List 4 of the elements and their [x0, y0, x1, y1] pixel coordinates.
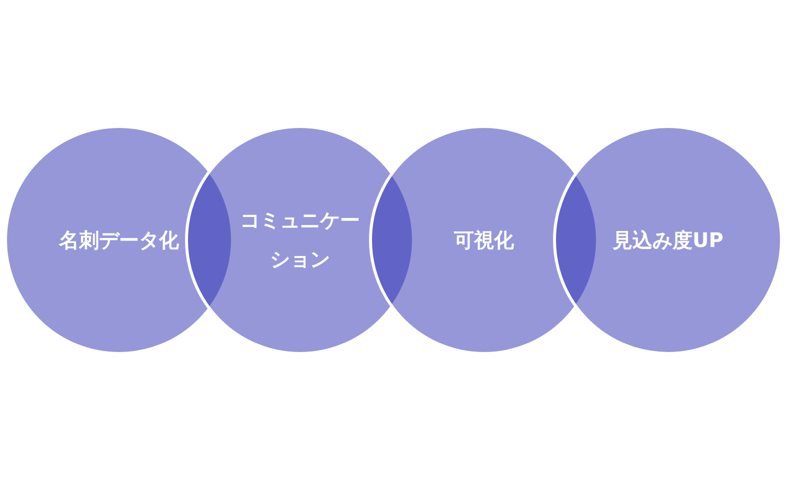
circle-label: 名刺データ化 — [59, 226, 179, 254]
circle-label: コミュニケーション — [239, 207, 361, 273]
circle-label: 可視化 — [454, 226, 514, 254]
circle-label: 見込み度UP — [612, 226, 724, 254]
